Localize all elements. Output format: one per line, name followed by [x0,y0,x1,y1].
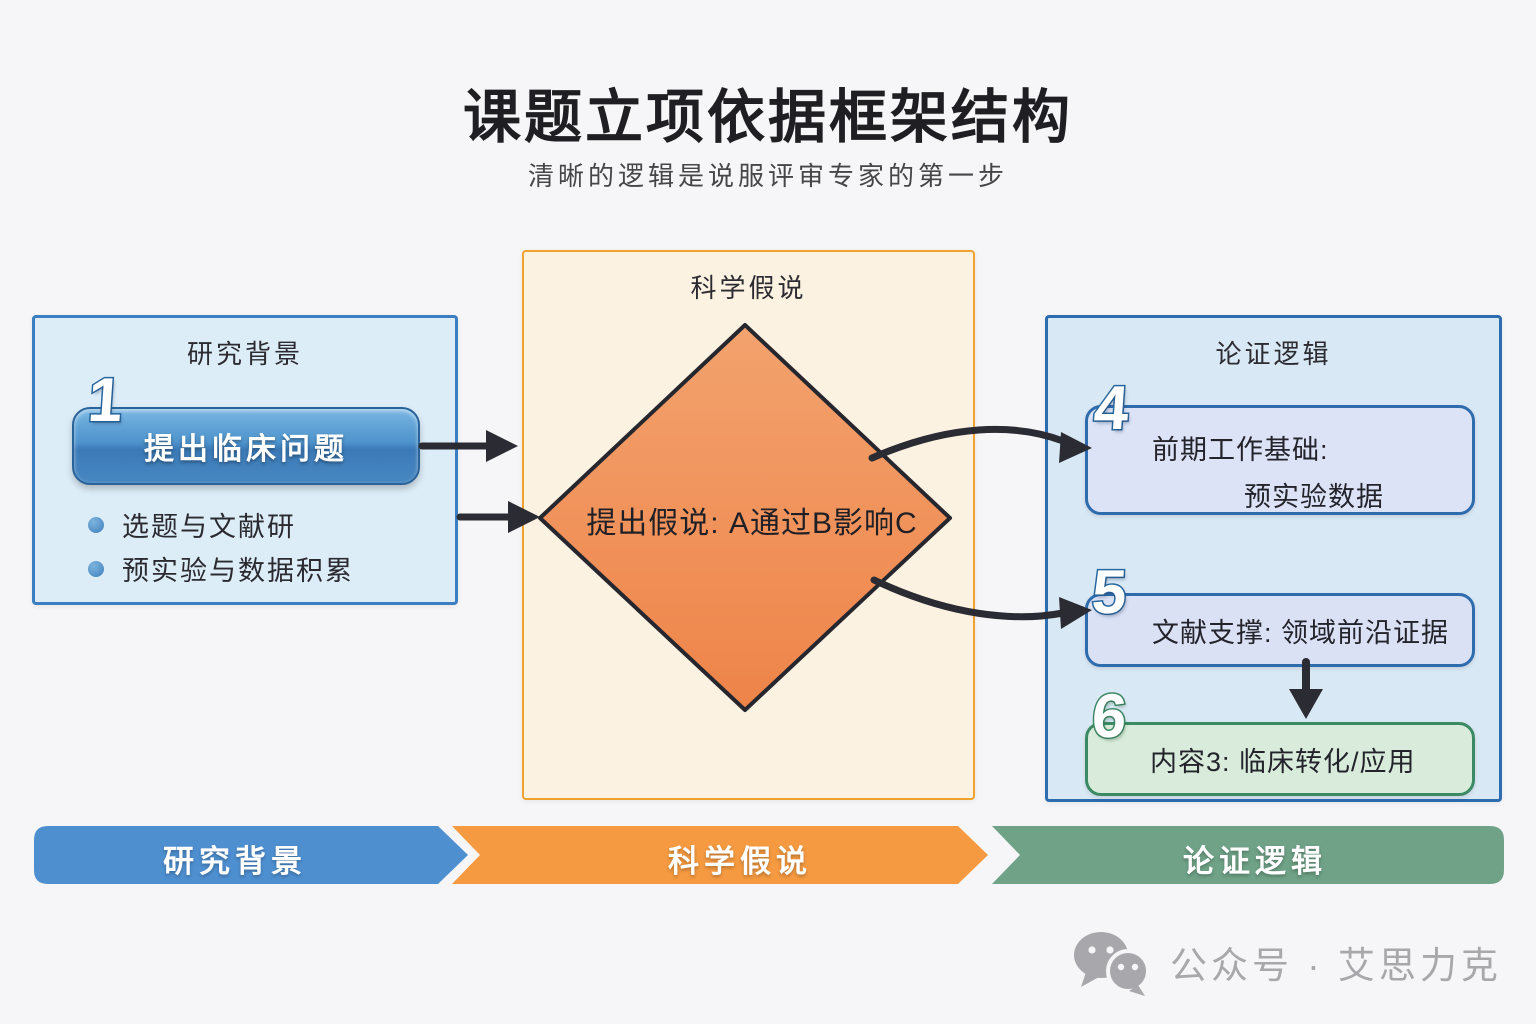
logic-panel-header: 论证逻辑 [1215,339,1332,369]
logic-card-clinical-application: 内容3: 临床转化/应用 [1085,722,1475,796]
bullet-item-preexperiment: 预实验与数据积累 [88,549,354,588]
card-5-text: 文献支撑: 领域前沿证据 [1152,617,1450,648]
hypothesis-panel-header: 科学假说 [690,273,807,303]
watermark-text: 公众号 · 艾思力克 [1170,945,1502,986]
hypothesis-diamond-label: 提出假说: A通过B影响C [586,507,918,540]
clinical-question-label: 提出临床问题 [144,433,348,466]
step-number-5: 5 [1088,557,1130,629]
card-4-line2: 预实验数据 [1244,482,1384,512]
step-number-4: 4 [1090,373,1132,445]
page-subtitle: 清晰的逻辑是说服评审专家的第一步 [527,161,1008,191]
step-number-1: 1 [84,365,126,437]
logic-card-literature-support: 文献支撑: 领域前沿证据 [1085,593,1475,667]
bullet-item-literature: 选题与文献研 [88,505,296,544]
watermark: 公众号 · 艾思力克 [1072,928,1502,996]
bullet-text: 选题与文献研 [122,512,296,542]
clinical-question-button[interactable]: 提出临床问题 [72,407,420,485]
card-4-line1: 前期工作基础: [1152,435,1329,465]
page-title: 课题立项依据框架结构 [462,85,1073,150]
step-number-6: 6 [1088,681,1130,753]
logic-panel: 论证逻辑 [1045,315,1502,802]
wechat-icon [1074,932,1150,996]
banner-label-logic: 论证逻辑 [1183,844,1327,879]
bullet-text: 预实验与数据积累 [122,556,354,586]
banner-label-hypothesis: 科学假说 [668,844,812,879]
logic-card-prework: 前期工作基础: 预实验数据 [1085,405,1475,515]
bullet-dot-icon [88,560,104,577]
card-6-text: 内容3: 临床转化/应用 [1150,746,1416,777]
banner-label-background: 研究背景 [163,844,307,879]
bullet-dot-icon [88,516,104,533]
background-panel-header: 研究背景 [186,339,303,369]
